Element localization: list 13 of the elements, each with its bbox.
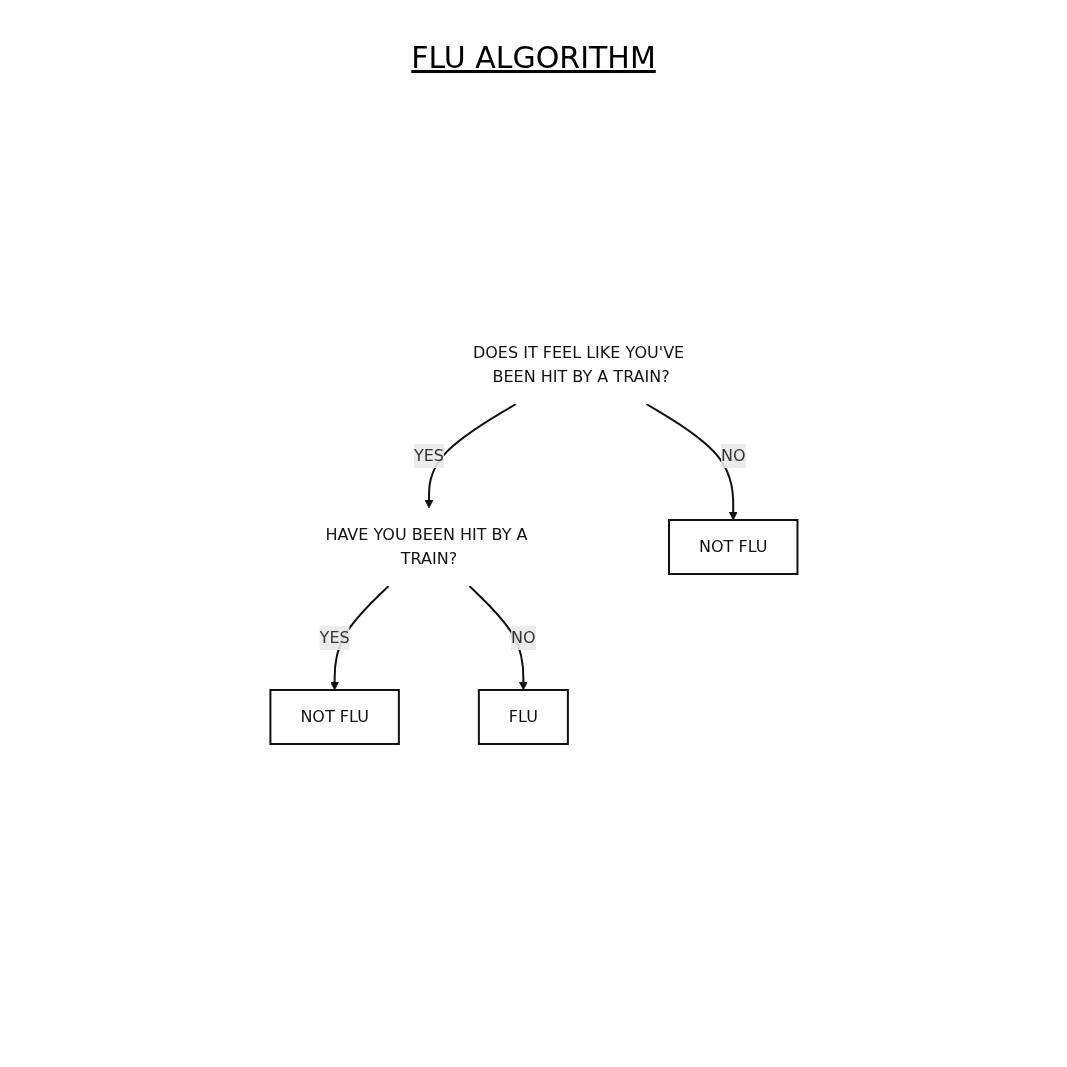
arrow: [468, 585, 529, 691]
edge-label: YES: [414, 446, 445, 465]
edge-label: NO: [721, 446, 746, 465]
node-box: NOT FLU: [668, 519, 799, 575]
arrow: [424, 403, 518, 509]
node-box: NOT FLU: [269, 689, 401, 745]
node-text: HAVE YOU BEEN HIT BY A TRAIN?: [325, 525, 528, 568]
title: FLU ALGORITHM: [411, 40, 656, 75]
arrow: [645, 403, 738, 521]
edge-label: YES: [319, 628, 350, 647]
node-box: FLU: [478, 689, 570, 745]
node-text: DOES IT FEEL LIKE YOU'VE BEEN HIT BY A TRAIN?: [473, 343, 685, 386]
edge-label: NO: [511, 628, 536, 647]
